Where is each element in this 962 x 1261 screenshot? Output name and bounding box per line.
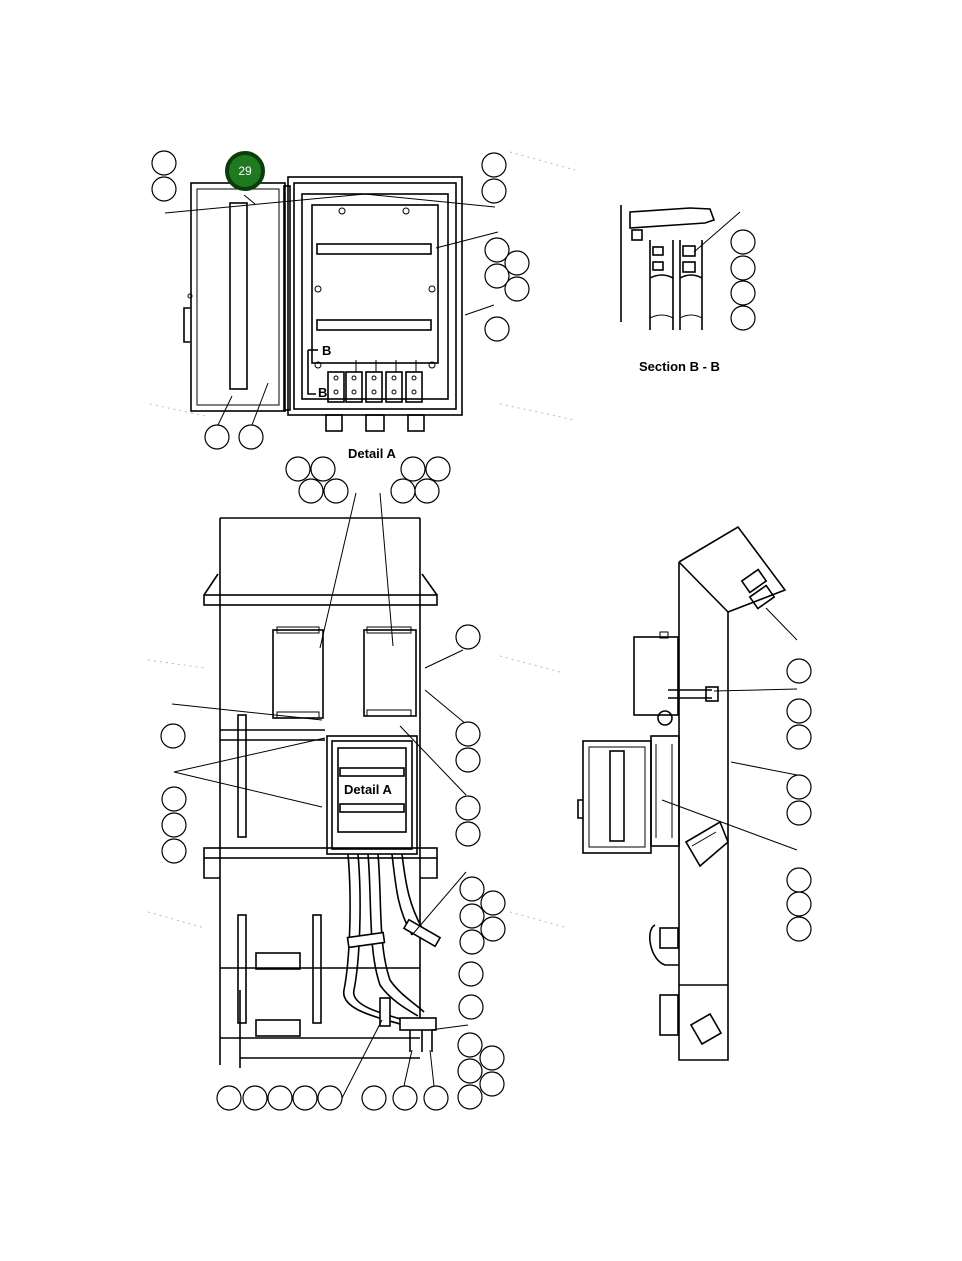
main-top-view: Detail A xyxy=(160,456,506,1111)
hotspot-number: 29 xyxy=(238,164,252,178)
callout-balloons-side xyxy=(786,658,812,942)
section-b-b-view: Section B - B xyxy=(620,205,756,374)
section-mark-bottom: B xyxy=(318,385,327,400)
callout-balloons-main-top xyxy=(160,456,506,1111)
callout-balloons-detail-a xyxy=(151,150,530,450)
hotspot-29[interactable]: 29 xyxy=(225,151,265,191)
detail-a-caption: Detail A xyxy=(348,446,397,461)
side-view xyxy=(577,525,812,1061)
section-caption: Section B - B xyxy=(639,359,720,374)
detail-a-inset-label: Detail A xyxy=(344,782,393,797)
section-mark-top: B xyxy=(322,343,331,358)
scan-noise xyxy=(147,151,576,929)
callout-balloons-section xyxy=(730,229,756,331)
detail-a-view: B B Detail A xyxy=(151,150,530,461)
